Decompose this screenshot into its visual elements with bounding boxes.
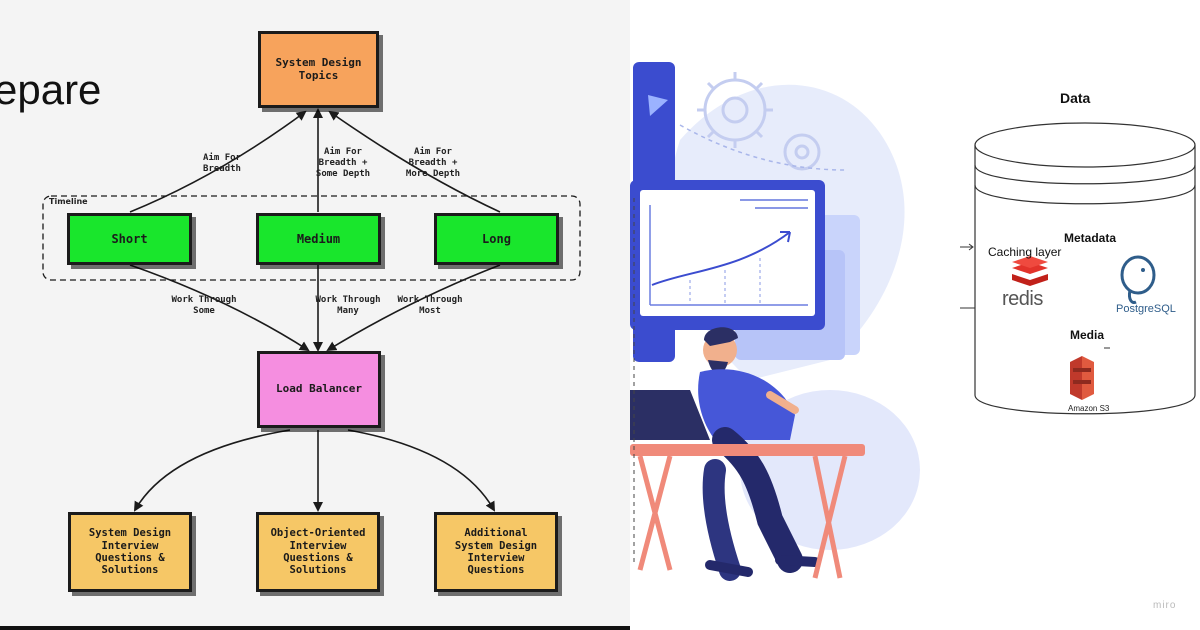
box-label-line: Questions &: [95, 552, 165, 564]
timeline-group-frame: [42, 195, 581, 281]
box-label-line: Topics: [298, 68, 339, 82]
amazon-s3-icon: [1070, 356, 1094, 400]
metadata-label: Metadata: [1064, 231, 1117, 245]
postgresql-label: PostgreSQL: [1116, 303, 1176, 315]
bottom-strip: [0, 626, 630, 630]
analytics-monitor-icon: [630, 180, 825, 330]
box-label-line: Questions &: [283, 552, 353, 564]
slide-title-fragment: epare: [0, 66, 102, 113]
redis-label: redis: [1002, 288, 1043, 310]
postgresql-elephant-icon: [1120, 255, 1156, 304]
media-label: Media: [1070, 328, 1105, 342]
edge-lb-to-bottom1: [133, 429, 291, 512]
edge-label-work-most: Work Through Most: [397, 295, 463, 316]
flowchart-connectors: [42, 108, 581, 512]
edge-label-aim-breadth: Aim For Breadth: [203, 153, 241, 174]
box-label: Short: [111, 232, 147, 246]
edge-long-to-lb: [326, 264, 501, 352]
box-label-line: Interview: [467, 552, 525, 564]
gear-icon: [783, 133, 821, 171]
amazon-s3-label: Amazon S3: [1068, 404, 1110, 413]
box-label-line: Object-Oriented: [270, 527, 366, 540]
edge-label-work-some: Work Through Some: [171, 295, 237, 316]
box-label: Medium: [297, 232, 340, 246]
gear-icon: [697, 72, 773, 148]
box-label-line: Solutions: [289, 564, 347, 577]
box-label-line: Load Balancer: [275, 382, 363, 396]
box-label-line: System Design: [88, 527, 172, 540]
redis-icon: [1012, 256, 1048, 286]
edge-lb-to-bottom3: [347, 429, 495, 512]
load-balancer-box: Load Balancer: [257, 351, 381, 428]
box-label-line: System Design: [454, 539, 538, 552]
edge-short-to-topics: [129, 110, 307, 213]
edge-short-to-lb: [129, 264, 310, 352]
box-label-line: Short: [111, 231, 148, 246]
box-label-line: Interview: [101, 539, 159, 552]
edge-long-to-topics: [328, 110, 501, 213]
edge-label-work-many: Work Through Many: [315, 295, 381, 316]
medium-box: Medium: [256, 213, 381, 265]
box-label-line: Medium: [296, 231, 341, 246]
box-label-line: System Design: [275, 55, 362, 69]
data-title: Data: [1060, 90, 1091, 106]
edge-label-aim-some-depth: Aim For Breadth + Some Depth: [315, 147, 371, 179]
box-label-line: Additional: [464, 527, 528, 540]
caching-layer-label: Caching layer: [988, 245, 1062, 259]
long-box: Long: [434, 213, 559, 265]
data-store-panel: Data Metadata Caching layer redis Postgr…: [960, 0, 1200, 630]
person-at-desk-illustration: [630, 62, 920, 581]
box-label-line: Questions: [467, 564, 525, 577]
developer-illustration: [630, 0, 960, 630]
box-label-line: Long: [482, 231, 511, 246]
box-label: Long: [482, 232, 511, 246]
timeline-label: Timeline: [49, 197, 88, 206]
box-label-line: Interview: [289, 539, 347, 552]
miro-watermark: miro: [1153, 600, 1177, 611]
box-label-line: Solutions: [101, 564, 159, 577]
edge-label-aim-more-depth: Aim For Breadth + More Depth: [405, 147, 461, 179]
database-cylinder: [960, 122, 1196, 415]
short-box: Short: [67, 213, 192, 265]
box-label: Load Balancer: [275, 382, 363, 396]
